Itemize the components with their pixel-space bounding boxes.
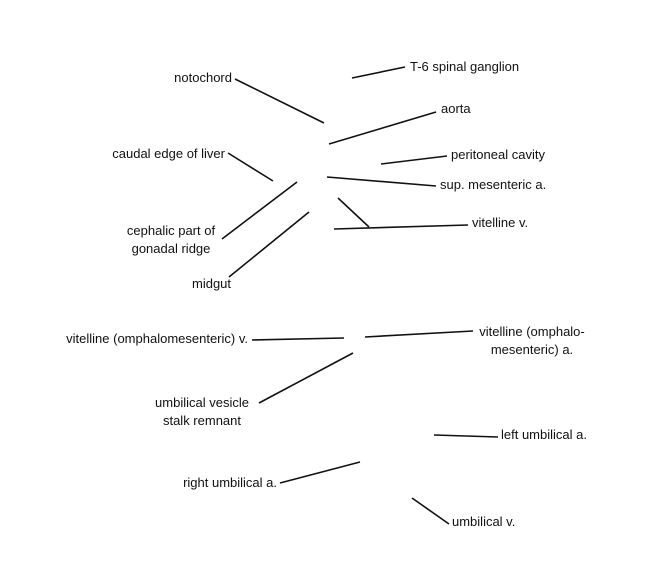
label-cephalic-gonadal-ridge-line1: cephalic part of bbox=[126, 223, 216, 238]
label-vitelline-omphalomesenteric-a-line2: mesenteric) a. bbox=[490, 342, 574, 357]
leader-vitelline-v bbox=[333, 224, 469, 230]
leader-vitelline-omphalomesenteric-a bbox=[364, 330, 474, 338]
label-cephalic-gonadal-ridge: cephalic part of gonadal ridge bbox=[115, 222, 227, 258]
leader-umbilical-vesicle-stalk-remnant bbox=[258, 352, 354, 404]
leader-caudal-edge-of-liver bbox=[227, 152, 274, 182]
leader-right-umbilical-a bbox=[279, 461, 361, 484]
label-aorta: aorta bbox=[441, 101, 471, 116]
label-notochord: notochord bbox=[174, 70, 232, 85]
leader-t6-spinal-ganglion bbox=[351, 66, 406, 79]
label-midgut: midgut bbox=[192, 276, 232, 291]
label-cephalic-gonadal-ridge-line2: gonadal ridge bbox=[131, 241, 211, 256]
leader-midgut bbox=[228, 211, 310, 278]
label-vitelline-omphalomesenteric-a-line1: vitelline (omphalo- bbox=[479, 324, 585, 339]
label-vitelline-v: vitelline v. bbox=[472, 215, 529, 230]
label-umbilical-vesicle-stalk-remnant-line1: umbilical vesicle bbox=[155, 395, 249, 410]
label-right-umbilical-a: right umbilical a. bbox=[183, 475, 277, 490]
leader-aorta bbox=[328, 111, 437, 145]
label-umbilical-vesicle-stalk-remnant: umbilical vesicle stalk remnant bbox=[145, 394, 259, 430]
leader-notochord bbox=[234, 78, 325, 124]
leader-left-umbilical-a bbox=[433, 434, 499, 438]
label-vitelline-omphalomesenteric-v: vitelline (omphalomesenteric) v. bbox=[66, 331, 248, 346]
leader-sup-mesenteric-a bbox=[326, 176, 437, 187]
label-vitelline-omphalomesenteric-a: vitelline (omphalo- mesenteric) a. bbox=[472, 323, 592, 359]
label-umbilical-v: umbilical v. bbox=[452, 514, 516, 529]
leader-cephalic-gonadal-ridge bbox=[221, 181, 298, 240]
leader-peritoneal-cavity bbox=[380, 155, 448, 165]
leader-umbilical-v bbox=[411, 497, 450, 525]
label-caudal-edge-of-liver: caudal edge of liver bbox=[112, 146, 225, 161]
leader-vitelline-omphalomesenteric-v bbox=[251, 337, 345, 341]
label-t6-spinal-ganglion: T-6 spinal ganglion bbox=[410, 59, 520, 74]
label-left-umbilical-a: left umbilical a. bbox=[501, 427, 587, 442]
label-peritoneal-cavity: peritoneal cavity bbox=[451, 147, 545, 162]
leader-vitelline-v-branch bbox=[337, 197, 370, 228]
label-umbilical-vesicle-stalk-remnant-line2: stalk remnant bbox=[162, 413, 242, 428]
label-sup-mesenteric-a: sup. mesenteric a. bbox=[440, 177, 547, 192]
